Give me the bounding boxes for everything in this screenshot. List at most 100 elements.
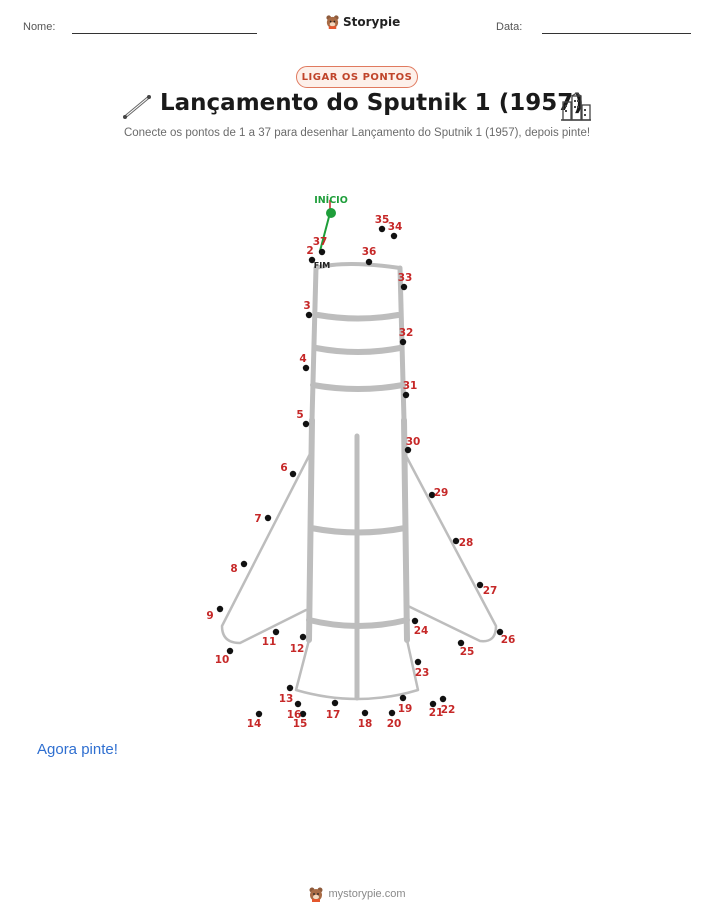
dot-number: 23 (415, 667, 430, 679)
dot-34: 34 (388, 221, 403, 240)
dot-point (411, 617, 419, 625)
logo-text: Storypie (343, 14, 401, 29)
dot-point (302, 364, 310, 372)
dot-16: 16 (287, 700, 302, 721)
dot-number: 9 (206, 610, 213, 622)
city-scene-icon (561, 92, 591, 121)
dot-number: 28 (459, 537, 474, 549)
pencil-line-icon (123, 95, 151, 119)
dot-number: 3 (303, 300, 310, 312)
dot-number: 33 (398, 272, 413, 284)
dot-number: 24 (414, 625, 429, 637)
dot-number: 10 (215, 654, 230, 666)
dot-26: 26 (496, 628, 516, 646)
dot-13: 13 (279, 684, 294, 705)
dot-number: 6 (280, 462, 287, 474)
page-subtitle: Conecte os pontos de 1 a 37 para desenha… (123, 127, 591, 139)
storypie-logo: Storypie (325, 14, 400, 29)
bear-mascot-icon (326, 15, 339, 29)
dot-20: 20 (387, 709, 401, 730)
dot-2: 2 (306, 245, 316, 264)
date-line[interactable] (542, 33, 691, 34)
dot-point (399, 338, 407, 346)
dot-point (388, 709, 396, 717)
dot-22: 22 (439, 695, 456, 716)
dot-5: 5 (296, 409, 310, 428)
dot-15: 15 (293, 710, 308, 730)
dot-10: 10 (215, 647, 234, 666)
dot-number: 17 (326, 709, 341, 721)
dot-point (404, 446, 412, 454)
color-prompt: Agora pinte! (37, 741, 118, 758)
dot-point (289, 470, 297, 478)
dot-number: 16 (287, 709, 302, 721)
dot-6: 6 (280, 462, 297, 478)
dot-number: 18 (358, 718, 373, 730)
dot-17: 17 (326, 699, 341, 721)
dot-point (226, 647, 234, 655)
dot-21: 21 (429, 700, 443, 719)
dot-number: 22 (441, 704, 456, 716)
dot-number: 5 (296, 409, 303, 421)
dot-33: 33 (398, 272, 413, 291)
dot-23: 23 (415, 658, 430, 679)
dot-number: 25 (460, 646, 475, 658)
dot-point (429, 700, 437, 708)
dot-24: 24 (411, 617, 429, 637)
dot-4: 4 (299, 353, 310, 372)
dot-point (299, 633, 307, 641)
dot-number: 15 (293, 718, 308, 730)
dot-number: 29 (434, 487, 449, 499)
footer-url[interactable]: mystorypie.com (328, 888, 406, 900)
dot-36: 36 (362, 246, 376, 266)
dot-31: 31 (403, 380, 418, 399)
dot-number: 26 (501, 634, 516, 646)
dot-point (286, 684, 294, 692)
dot-point (439, 695, 447, 703)
dot-number: 12 (290, 643, 305, 655)
dot-12: 12 (290, 633, 307, 655)
dot-1 (326, 208, 336, 218)
dot-number: 8 (230, 563, 237, 575)
dot-number: 35 (375, 214, 390, 226)
dot-point (305, 311, 313, 319)
dot-27: 27 (476, 581, 498, 597)
dot-number: 14 (247, 718, 262, 730)
dot-point (428, 491, 436, 499)
dot-number: 31 (403, 380, 418, 392)
end-label: FIM (314, 261, 330, 270)
dot-point (452, 537, 460, 545)
dot-35: 35 (375, 214, 390, 233)
dot-point (365, 258, 373, 266)
dot-18: 18 (358, 709, 373, 730)
name-line[interactable] (72, 33, 257, 34)
dot-point (272, 628, 280, 636)
dot-point (496, 628, 504, 636)
dot-point (400, 283, 408, 291)
dot-19: 19 (398, 694, 413, 715)
dot-number: 7 (254, 513, 261, 525)
start-label: INÍCIO (314, 194, 348, 206)
dot-29: 29 (428, 487, 449, 499)
date-label: Data: (496, 21, 523, 33)
dot-30: 30 (404, 436, 420, 454)
dot-number: 27 (483, 585, 498, 597)
dot-point (216, 605, 224, 613)
dot-point (299, 710, 307, 718)
dot-point (240, 560, 248, 568)
dot-point (264, 514, 272, 522)
dot-point (378, 225, 386, 233)
dot-3: 3 (303, 300, 313, 319)
rocket-guide-outline (220, 262, 498, 701)
bear-mascot-icon (309, 887, 323, 902)
start-guide-line (319, 212, 331, 252)
start-dot (326, 208, 336, 218)
dot-number: 19 (398, 703, 413, 715)
dot-number: 34 (388, 221, 403, 233)
name-label: Nome: (23, 21, 56, 33)
dot-number: 2 (306, 245, 313, 257)
dot-7: 7 (254, 513, 272, 525)
dot-number: 13 (279, 693, 294, 705)
